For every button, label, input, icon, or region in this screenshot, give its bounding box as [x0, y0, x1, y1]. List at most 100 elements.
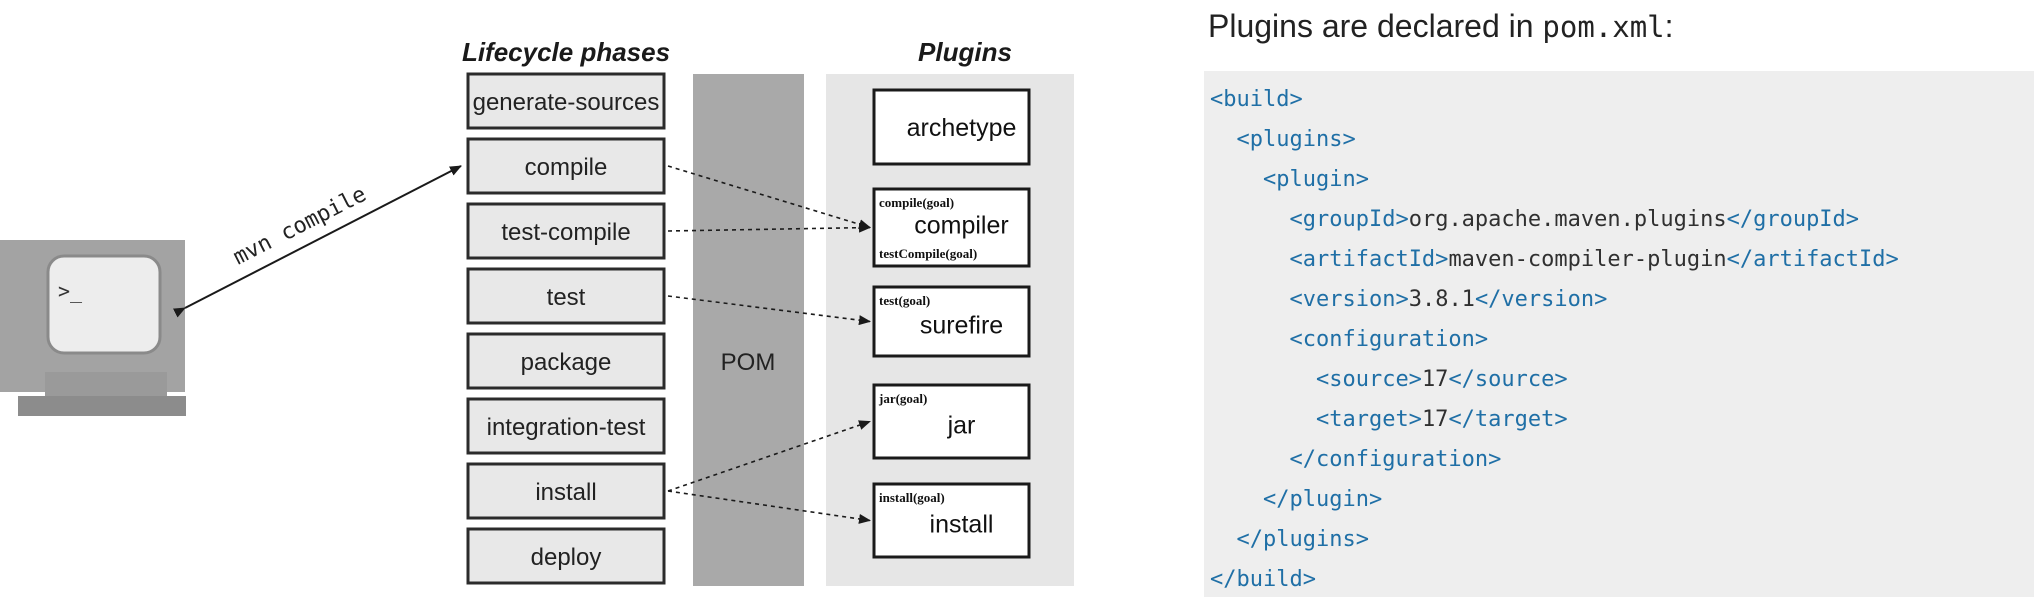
phase-deploy: deploy	[466, 527, 666, 585]
code-indent	[1210, 407, 1316, 432]
plugin-jar: jar jar(goal)	[872, 383, 1031, 460]
maven-lifecycle-diagram: >_ POM Lifecycle phases Plugins generate…	[0, 37, 1074, 586]
xml-tag: <build>	[1210, 87, 1303, 112]
phase-label: install	[535, 479, 596, 506]
mapping-arrow	[667, 295, 871, 326]
code-indent	[1210, 127, 1237, 152]
mapping-arrow	[667, 490, 871, 524]
plugin-goal: compile(goal)	[879, 195, 954, 210]
code-indent	[1210, 327, 1289, 352]
phase-label: integration-test	[487, 414, 646, 441]
code-block: <build> <plugins> <plugin> <groupId>org.…	[1204, 71, 2034, 597]
phase-label: package	[521, 349, 612, 376]
xml-tag: <target>	[1315, 407, 1422, 432]
plugin-name: install	[930, 511, 994, 539]
phase-install: install	[466, 462, 666, 520]
phase-label: deploy	[531, 544, 602, 571]
code-line: <version>3.8.1</version>	[1210, 280, 1899, 320]
mapping-arrow	[667, 222, 871, 233]
code-indent	[1210, 287, 1289, 312]
xml-tag: </plugins>	[1236, 527, 1369, 552]
pom-caption: Plugins are declared in pom.xml:	[1208, 8, 1674, 45]
pom-label: POM	[721, 349, 776, 376]
code-indent	[1210, 167, 1263, 192]
phase-test-compile: test-compile	[466, 202, 666, 260]
caption-text: Plugins are declared in	[1208, 8, 1543, 44]
plugin-goal: testCompile(goal)	[879, 246, 977, 261]
code-line: </build>	[1210, 560, 1899, 600]
code-indent	[1210, 247, 1289, 272]
plugin-box	[872, 187, 1031, 268]
xml-tag: <version>	[1289, 287, 1409, 312]
plugin-name: compiler	[914, 212, 1008, 240]
pom-band	[693, 74, 804, 586]
command-arrow	[172, 165, 462, 318]
code-line: <configuration>	[1210, 320, 1899, 360]
phase-package: package	[466, 332, 666, 390]
code-line: </plugin>	[1210, 480, 1899, 520]
xml-tag: </groupId>	[1726, 207, 1860, 232]
code-line: <source>17</source>	[1210, 360, 1899, 400]
code-indent	[1210, 447, 1289, 472]
xml-tag: <artifactId>	[1289, 247, 1449, 272]
xml-tag: </source>	[1448, 367, 1568, 392]
phase-box	[466, 462, 666, 520]
phase-label: test-compile	[501, 219, 630, 246]
phase-box	[466, 332, 666, 390]
plugin-name: surefire	[920, 312, 1003, 340]
phase-label: generate-sources	[473, 89, 660, 116]
phase-generate-sources: generate-sources	[466, 72, 666, 130]
xml-tag: </build>	[1210, 567, 1316, 592]
code-line: </plugins>	[1210, 520, 1899, 560]
pom-xml-code: <build> <plugins> <plugin> <groupId>org.…	[1210, 80, 1899, 600]
xml-tag: </target>	[1448, 407, 1568, 432]
phase-box	[466, 202, 666, 260]
plugin-box	[872, 285, 1031, 358]
plugin-goal: test(goal)	[879, 293, 930, 308]
xml-tag: <groupId>	[1289, 207, 1409, 232]
phase-box	[466, 267, 666, 325]
xml-tag: <plugin>	[1262, 167, 1369, 192]
phase-box	[466, 72, 666, 130]
plugin-surefire: surefire test(goal)	[872, 285, 1031, 358]
plugin-archetype: archetype	[872, 88, 1031, 166]
xml-value: org.apache.maven.plugins	[1408, 207, 1727, 232]
plugin-name: archetype	[907, 114, 1017, 142]
plugin-compiler: compiler compile(goal) testCompile(goal)	[872, 187, 1031, 268]
terminal-prompt: >_	[58, 279, 83, 303]
code-line: <build>	[1210, 80, 1899, 120]
code-line: <target>17</target>	[1210, 400, 1899, 440]
phase-box	[466, 397, 666, 455]
phase-box	[466, 137, 666, 195]
xml-tag: </version>	[1474, 287, 1608, 312]
caption-suffix: :	[1664, 8, 1674, 44]
code-indent	[1210, 527, 1237, 552]
xml-tag: <plugins>	[1236, 127, 1356, 152]
mapping-arrow	[667, 165, 871, 230]
plugin-box	[872, 482, 1031, 559]
plugin-goal: jar(goal)	[878, 391, 927, 406]
plugin-list: archetype compiler compile(goal) testCompil…	[872, 88, 1031, 559]
xml-tag: <configuration>	[1289, 327, 1489, 352]
plugin-install: install install(goal)	[872, 482, 1031, 559]
phase-label: compile	[525, 154, 608, 181]
phase-integration-test: integration-test	[466, 397, 666, 455]
xml-value: maven-compiler-plugin	[1448, 247, 1727, 272]
code-indent	[1210, 367, 1316, 392]
caption-code: pom.xml	[1542, 10, 1665, 44]
xml-tag: <source>	[1315, 367, 1422, 392]
xml-value: 3.8.1	[1408, 287, 1475, 312]
xml-tag: </configuration>	[1289, 447, 1502, 472]
xml-value: 17	[1421, 367, 1449, 392]
plugin-name: jar	[947, 412, 976, 440]
xml-tag: </artifactId>	[1726, 247, 1899, 272]
lifecycle-phase-list: generate-sourcescompiletest-compiletestp…	[466, 72, 666, 585]
phase-box	[466, 527, 666, 585]
code-line: <artifactId>maven-compiler-plugin</artif…	[1210, 240, 1899, 280]
code-indent	[1210, 207, 1289, 232]
plugin-goal: install(goal)	[879, 490, 945, 505]
plugin-box	[872, 88, 1031, 166]
code-line: </configuration>	[1210, 440, 1899, 480]
terminal-computer-icon: >_	[0, 240, 186, 416]
code-line: <groupId>org.apache.maven.plugins</group…	[1210, 200, 1899, 240]
